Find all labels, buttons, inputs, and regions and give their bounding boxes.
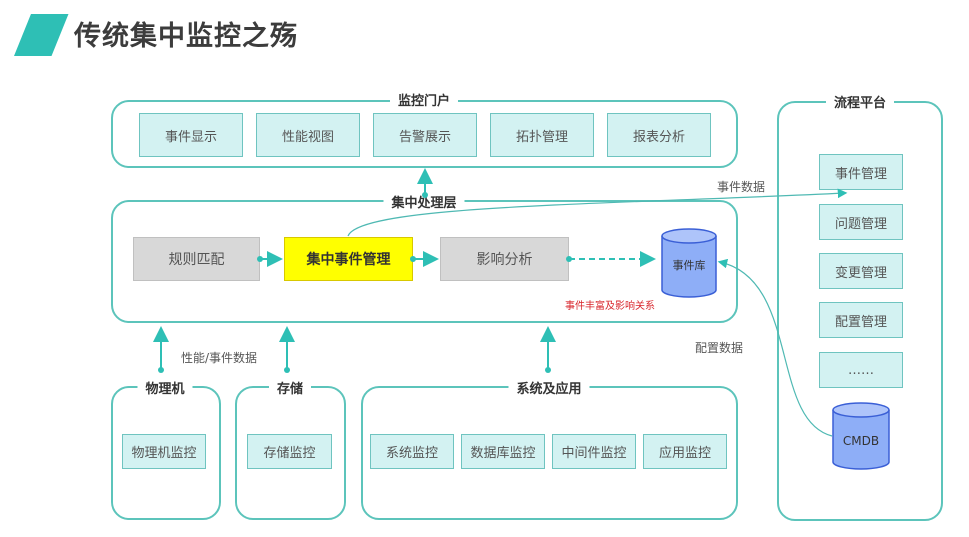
portal-item-topology[interactable]: 拓扑管理 (490, 113, 594, 157)
arrow-systems-to-processing (540, 326, 556, 373)
event-data-note: 事件数据 (717, 180, 766, 194)
arrow-physical-to-processing (153, 326, 169, 373)
enrich-note: 事件丰富及影响关系 (565, 301, 655, 312)
database-monitor[interactable]: 数据库监控 (461, 434, 545, 469)
processing-label: 集中处理层 (383, 192, 465, 211)
flow-item-change-mgmt[interactable]: 变更管理 (819, 253, 903, 289)
step-impact-analysis[interactable]: 影响分析 (440, 237, 569, 281)
portal-item-report[interactable]: 报表分析 (607, 113, 711, 157)
system-monitor[interactable]: 系统监控 (370, 434, 454, 469)
portal-item-event-display[interactable]: 事件显示 (139, 113, 243, 157)
portal-label: 监控门户 (389, 90, 459, 109)
flow-item-event-mgmt[interactable]: 事件管理 (819, 154, 903, 190)
step-central-event-mgmt[interactable]: 集中事件管理 (284, 237, 413, 281)
storage-label: 存储 (268, 378, 312, 397)
physical-monitor[interactable]: 物理机监控 (122, 434, 206, 469)
middleware-monitor[interactable]: 中间件监控 (552, 434, 636, 469)
flow-item-problem-mgmt[interactable]: 问题管理 (819, 204, 903, 240)
perf-event-data-note: 性能/事件数据 (181, 351, 258, 365)
page-title: 传统集中监控之殇 (74, 21, 298, 52)
config-data-note: 配置数据 (695, 341, 744, 355)
flow-item-more[interactable]: …… (819, 352, 903, 388)
cmdb-label: CMDB (842, 434, 880, 448)
flow-item-config-mgmt[interactable]: 配置管理 (819, 302, 903, 338)
physical-label: 物理机 (137, 378, 193, 397)
systems-label: 系统及应用 (508, 378, 590, 397)
step-rule-matching[interactable]: 规则匹配 (133, 237, 260, 281)
flow-platform-label: 流程平台 (825, 92, 895, 111)
storage-monitor[interactable]: 存储监控 (247, 434, 332, 469)
portal-item-alarm-display[interactable]: 告警展示 (373, 113, 477, 157)
portal-item-performance-view[interactable]: 性能视图 (256, 113, 360, 157)
event-db-label: 事件库 (672, 259, 706, 272)
application-monitor[interactable]: 应用监控 (643, 434, 727, 469)
arrow-storage-to-processing (279, 326, 295, 373)
